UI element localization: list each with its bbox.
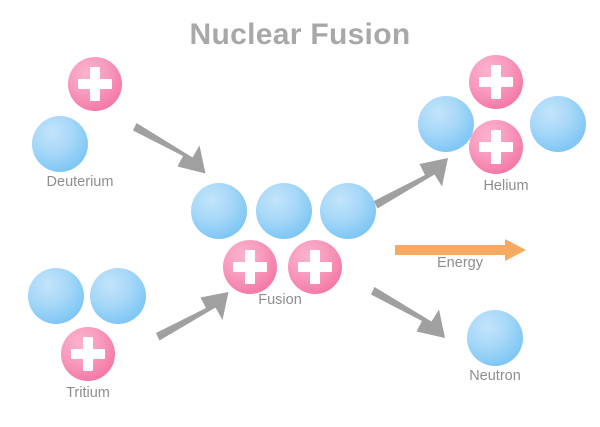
plus-sign-vertical — [83, 336, 93, 372]
arrow-deuterium-to-fusion-icon — [133, 123, 206, 174]
page-title: Nuclear Fusion — [189, 18, 411, 51]
helium-label: Helium — [483, 178, 529, 194]
fusion-label: Fusion — [258, 292, 302, 308]
arrow-right-icon — [395, 239, 526, 261]
fusion-neutron-2 — [256, 183, 312, 239]
arrow-fusion-to-neutron-icon — [371, 287, 445, 338]
plus-sign-vertical — [491, 64, 501, 100]
plus-sign-vertical — [245, 249, 255, 285]
arrow-tritium-to-fusion-icon — [156, 292, 229, 341]
product-neutron-1 — [467, 310, 523, 366]
helium-proton-2 — [469, 120, 523, 174]
arrow-fusion-to-helium-icon — [374, 158, 448, 209]
energy-label: Energy — [437, 255, 483, 271]
tritium-proton-1 — [61, 327, 115, 381]
fusion-proton-2 — [288, 240, 342, 294]
tritium-label: Tritium — [66, 385, 110, 401]
helium-proton-1 — [469, 55, 523, 109]
helium-neutron-1 — [418, 96, 474, 152]
plus-sign-vertical — [310, 249, 320, 285]
deuterium-neutron-1 — [32, 116, 88, 172]
plus-sign-vertical — [491, 129, 501, 165]
deuterium-proton-1 — [68, 57, 122, 111]
plus-sign-vertical — [90, 66, 100, 102]
tritium-neutron-2 — [90, 268, 146, 324]
tritium-neutron-1 — [28, 268, 84, 324]
helium-neutron-2 — [530, 96, 586, 152]
fusion-neutron-1 — [191, 183, 247, 239]
deuterium-label: Deuterium — [46, 174, 114, 190]
fusion-neutron-3 — [320, 183, 376, 239]
fusion-proton-1 — [223, 240, 277, 294]
neutron-label: Neutron — [469, 368, 521, 384]
